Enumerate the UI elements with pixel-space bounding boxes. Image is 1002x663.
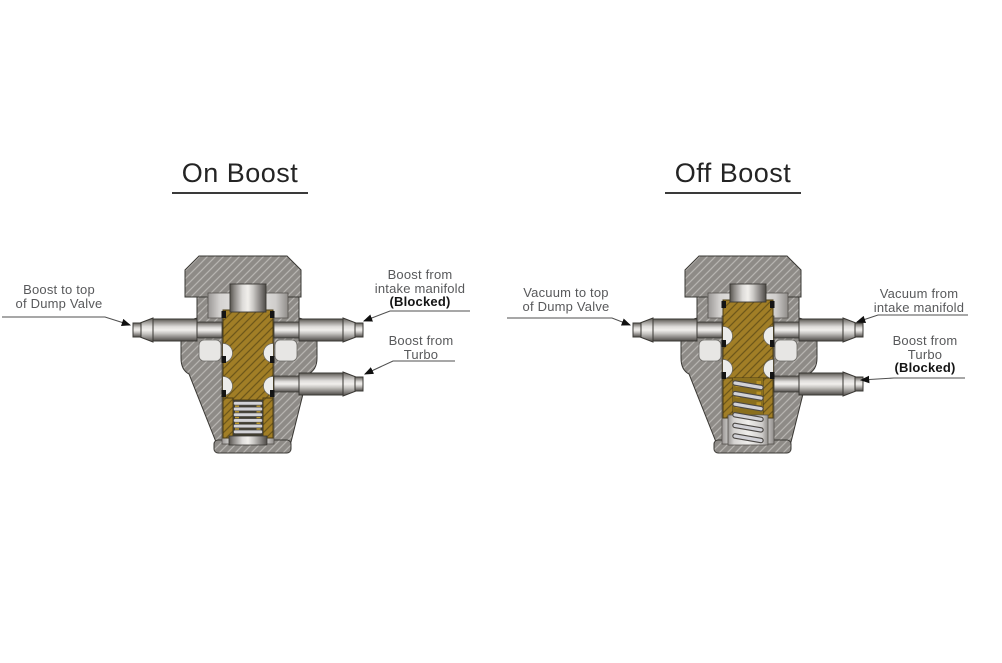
title-on-boost: On Boost xyxy=(140,158,340,194)
leader-vacuum-from-intake xyxy=(855,314,968,323)
leader-vacuum-to-dump-valve xyxy=(507,317,632,326)
label-line: Boost from xyxy=(388,333,454,348)
label-vacuum-to-dump-valve: Vacuum to top of Dump Valve xyxy=(504,286,628,313)
title-off-boost: Off Boost xyxy=(633,158,833,194)
label-line: Boost from xyxy=(387,267,453,282)
leader-turbo-blocked xyxy=(859,375,965,384)
port-intake-manifold xyxy=(798,317,864,343)
label-line: intake manifold xyxy=(873,299,965,315)
label-blocked: (Blocked) xyxy=(894,360,956,375)
title-on-boost-text: On Boost xyxy=(171,158,309,194)
leader-lines xyxy=(2,310,968,384)
leader-boost-from-turbo xyxy=(364,360,455,375)
label-boost-from-intake: Boost from intake manifold (Blocked) xyxy=(364,268,476,309)
label-line: of Dump Valve xyxy=(15,295,103,311)
o-rings xyxy=(721,301,775,379)
label-line: Boost from xyxy=(892,333,958,348)
spring-retainer xyxy=(228,435,268,446)
label-line: intake manifold xyxy=(374,280,466,296)
label-turbo-blocked: Boost from Turbo (Blocked) xyxy=(872,334,978,375)
port-to-dump-valve xyxy=(132,317,198,343)
title-off-boost-text: Off Boost xyxy=(664,158,802,194)
port-turbo xyxy=(798,371,864,397)
piston-guide xyxy=(229,283,267,313)
label-line: Vacuum from xyxy=(879,286,959,301)
port-intake-manifold xyxy=(298,317,364,343)
piston-guide xyxy=(729,283,767,303)
o-rings xyxy=(221,311,275,397)
port-to-dump-valve xyxy=(632,317,698,343)
valve-on-boost xyxy=(132,255,364,454)
label-blocked: (Blocked) xyxy=(389,294,451,309)
label-boost-to-dump-valve: Boost to top of Dump Valve xyxy=(0,283,118,310)
label-line: Turbo xyxy=(907,346,943,362)
spring-extended xyxy=(727,378,769,446)
label-boost-from-turbo: Boost from Turbo xyxy=(370,334,472,361)
label-line: Turbo xyxy=(403,346,439,362)
label-vacuum-from-intake: Vacuum from intake manifold xyxy=(860,287,978,314)
label-line: Vacuum to top xyxy=(523,285,609,300)
port-turbo xyxy=(298,371,364,397)
piston-off-boost xyxy=(721,299,775,419)
spring-compressed xyxy=(228,400,268,446)
piston-on-boost xyxy=(221,309,275,439)
valve-off-boost xyxy=(632,255,864,454)
label-line: of Dump Valve xyxy=(522,298,610,314)
leader-boost-from-intake xyxy=(362,310,470,322)
leader-boost-to-dump-valve xyxy=(2,316,132,327)
label-line: Boost to top xyxy=(23,282,95,297)
